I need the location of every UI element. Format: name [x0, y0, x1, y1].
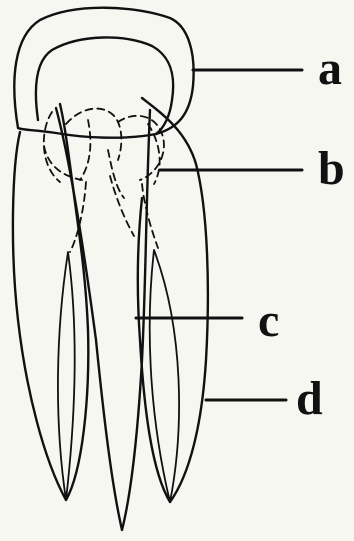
label-a: a: [318, 42, 342, 95]
pulp-right-dashes: [118, 116, 164, 184]
label-c: c: [258, 294, 279, 347]
pulp-center-dashes: [66, 109, 124, 198]
inner-crown-line: [36, 37, 173, 134]
label-b: b: [318, 142, 345, 195]
right-root-inner: [150, 250, 179, 502]
label-d: d: [296, 372, 323, 425]
left-root-inner: [58, 252, 75, 500]
